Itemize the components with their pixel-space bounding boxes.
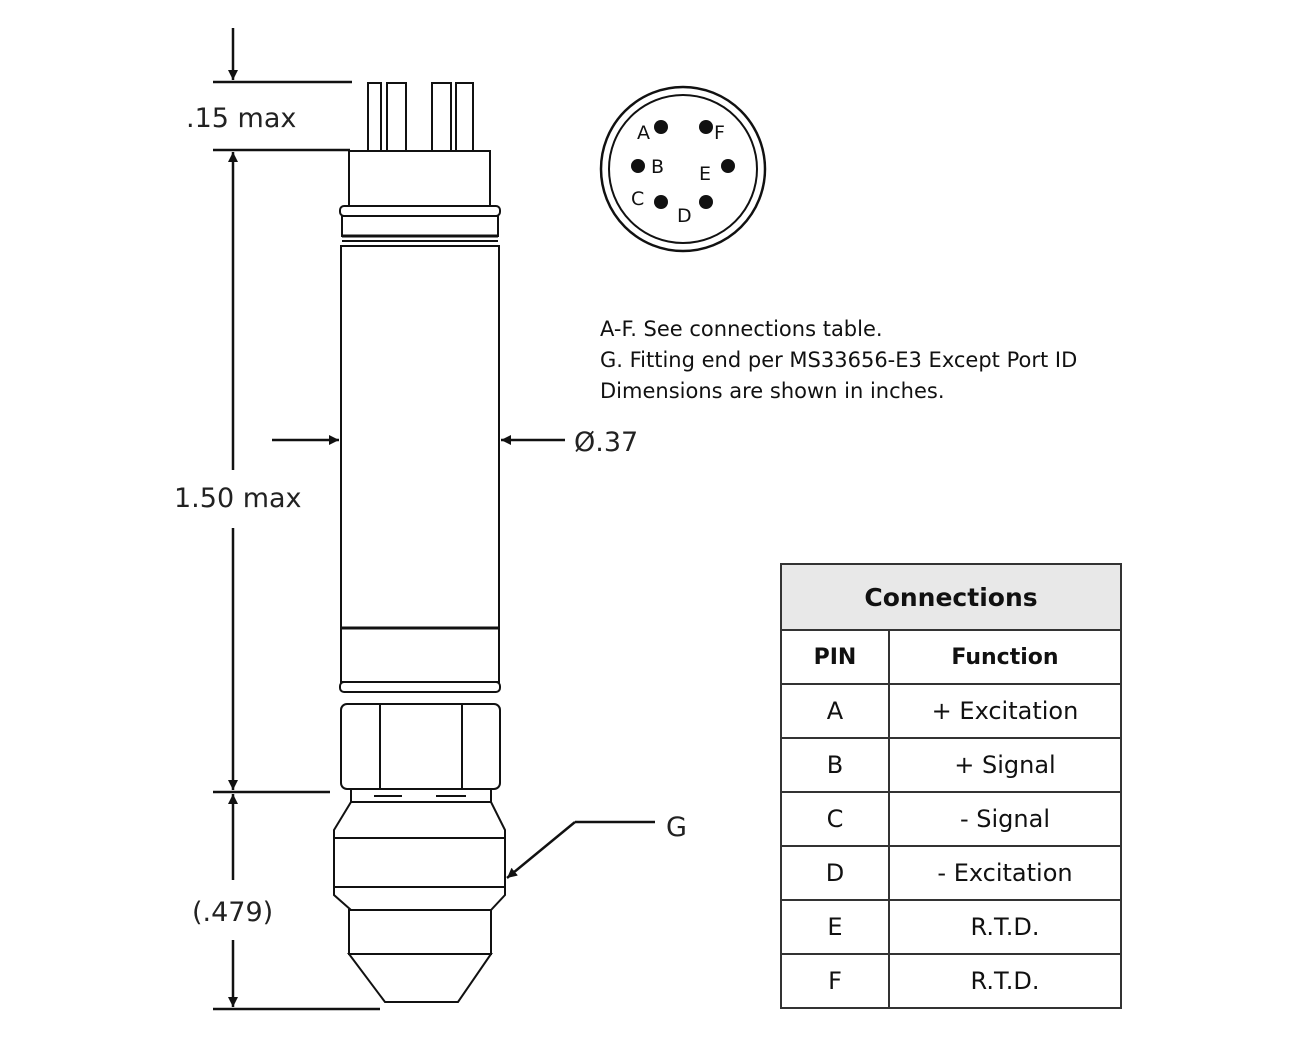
pin-letter-c: C	[631, 188, 644, 210]
table-row: F R.T.D.	[780, 953, 1122, 1009]
top-max-label: .15 max	[186, 103, 296, 134]
body-max-label: 1.50 max	[174, 483, 302, 514]
table-row: C - Signal	[780, 791, 1122, 847]
pin-d-dot	[699, 195, 713, 209]
fitting-length-label: (.479)	[192, 897, 273, 928]
pin-cell: B	[780, 737, 890, 793]
diameter-label: Ø.37	[574, 427, 638, 458]
pin-cell: A	[780, 683, 890, 739]
sensor-body	[333, 82, 506, 1003]
pin-a-dot	[654, 120, 668, 134]
function-cell: R.T.D.	[888, 953, 1122, 1009]
connector-face: A B C D E F	[599, 85, 767, 253]
function-cell: + Excitation	[888, 683, 1122, 739]
pin-cell: C	[780, 791, 890, 847]
dimension-labels: .15 max 1.50 max (.479) Ø.37 G	[174, 103, 687, 928]
pin-letter-d: D	[677, 205, 692, 227]
pin-e-dot	[721, 159, 735, 173]
pin-cell: E	[780, 899, 890, 955]
fitting-callout-label: G	[666, 812, 687, 843]
function-cell: + Signal	[888, 737, 1122, 793]
pin-cell: D	[780, 845, 890, 901]
table-row: D - Excitation	[780, 845, 1122, 901]
function-cell: R.T.D.	[888, 899, 1122, 955]
note-line: G. Fitting end per MS33656-E3 Except Por…	[600, 348, 1078, 372]
table-row: E R.T.D.	[780, 899, 1122, 955]
note-line: Dimensions are shown in inches.	[600, 379, 945, 403]
pin-letter-b: B	[651, 156, 664, 178]
pin-b-dot	[631, 159, 645, 173]
function-cell: - Excitation	[888, 845, 1122, 901]
pin-letter-f: F	[714, 122, 725, 144]
function-header: Function	[888, 629, 1122, 685]
dimension-lines	[213, 28, 655, 1011]
drawing-notes: A-F. See connections table. G. Fitting e…	[600, 314, 1077, 407]
note-line: A-F. See connections table.	[600, 317, 883, 341]
table-row: A + Excitation	[780, 683, 1122, 739]
pin-header: PIN	[780, 629, 890, 685]
pin-c-dot	[654, 195, 668, 209]
pin-letter-e: E	[699, 163, 711, 185]
connections-title: Connections	[780, 563, 1122, 631]
pin-f-dot	[699, 120, 713, 134]
pin-cell: F	[780, 953, 890, 1009]
connections-table: Connections PIN Function A + Excitation …	[780, 563, 1122, 1009]
table-row: B + Signal	[780, 737, 1122, 793]
function-cell: - Signal	[888, 791, 1122, 847]
pin-letter-a: A	[637, 122, 650, 144]
